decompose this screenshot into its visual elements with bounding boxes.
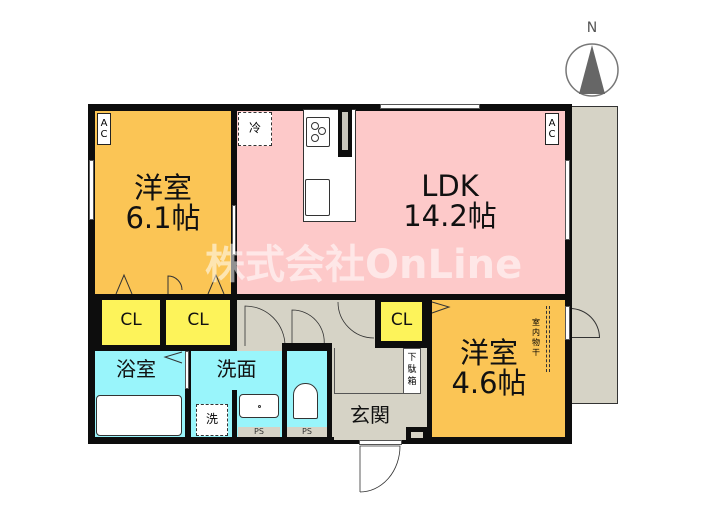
entrance-door (359, 440, 402, 445)
closet-1: CL (102, 300, 160, 345)
step-line-v (334, 348, 335, 394)
western-room-1-name: 洋室 (133, 171, 192, 205)
western-room-2-name: 洋室 (459, 336, 518, 370)
watermark: 株式会社OnLine (205, 242, 523, 288)
washroom-wall-stub (232, 390, 237, 440)
wall-bath-row (88, 345, 237, 351)
bathroom-partition (185, 351, 189, 389)
wall-horizontal-mid (88, 294, 572, 300)
western-room-1: 洋室 6.1帖 (95, 111, 231, 294)
stove-icon (306, 117, 330, 147)
indoor-drying-label: 室 内 物 干 (532, 318, 540, 357)
ldk-name: LDK (421, 169, 479, 203)
window-ldk-top (380, 104, 480, 109)
ldk-size: 14.2帖 (403, 199, 497, 234)
closet-3: CL (381, 302, 422, 341)
compass: N (562, 20, 622, 98)
entrance-pillar-inner (411, 432, 423, 438)
pipe-space-right: PS (287, 427, 327, 437)
ldk-room: LDK 14.2帖 (237, 111, 565, 294)
toilet-icon (293, 383, 318, 419)
balcony (570, 106, 618, 404)
wall-bath-wash (185, 389, 191, 441)
hallway-door-swing-icons (244, 301, 375, 347)
ac-unit-left: A C (97, 113, 111, 145)
bathtub (96, 395, 182, 436)
window-room1-ldk (232, 205, 236, 255)
wall-room2-left (427, 298, 432, 444)
wall-wash-right (282, 345, 287, 443)
western-room-2: 洋室 4.6帖 (431, 300, 565, 437)
door-swing-icons (115, 273, 225, 295)
wall-closet-divider (160, 298, 166, 348)
closet-2: CL (166, 300, 230, 345)
bathroom-door-icon (163, 351, 183, 364)
entrance-door-swing-icon (359, 445, 401, 493)
sink-icon (305, 179, 330, 216)
washbasin (239, 394, 279, 418)
shoe-box: 下 駄 箱 (403, 348, 421, 394)
wall-room1-ldk (231, 104, 237, 300)
entrance-label: 玄関 (350, 403, 390, 427)
window-west-room1 (89, 160, 94, 220)
step-line (334, 393, 404, 394)
room2-door-icon (431, 301, 451, 314)
wall-left-inner (95, 300, 102, 346)
window-ldk-east (565, 160, 570, 240)
wall-bottom-left (88, 437, 334, 443)
fridge-space: 冷 (238, 112, 272, 146)
kitchen-shelf (342, 112, 348, 150)
pipe-space-left: PS (238, 427, 280, 437)
washer-space: 洗 (196, 404, 228, 436)
north-arrow-icon (565, 43, 619, 97)
drying-rail (546, 306, 550, 372)
compass-north-label: N (586, 20, 598, 36)
ac-unit-right: A C (545, 113, 559, 145)
western-room-2-size: 4.6帖 (451, 366, 527, 401)
western-room-1-size: 6.1帖 (125, 201, 201, 236)
window-room2-east (565, 306, 570, 340)
